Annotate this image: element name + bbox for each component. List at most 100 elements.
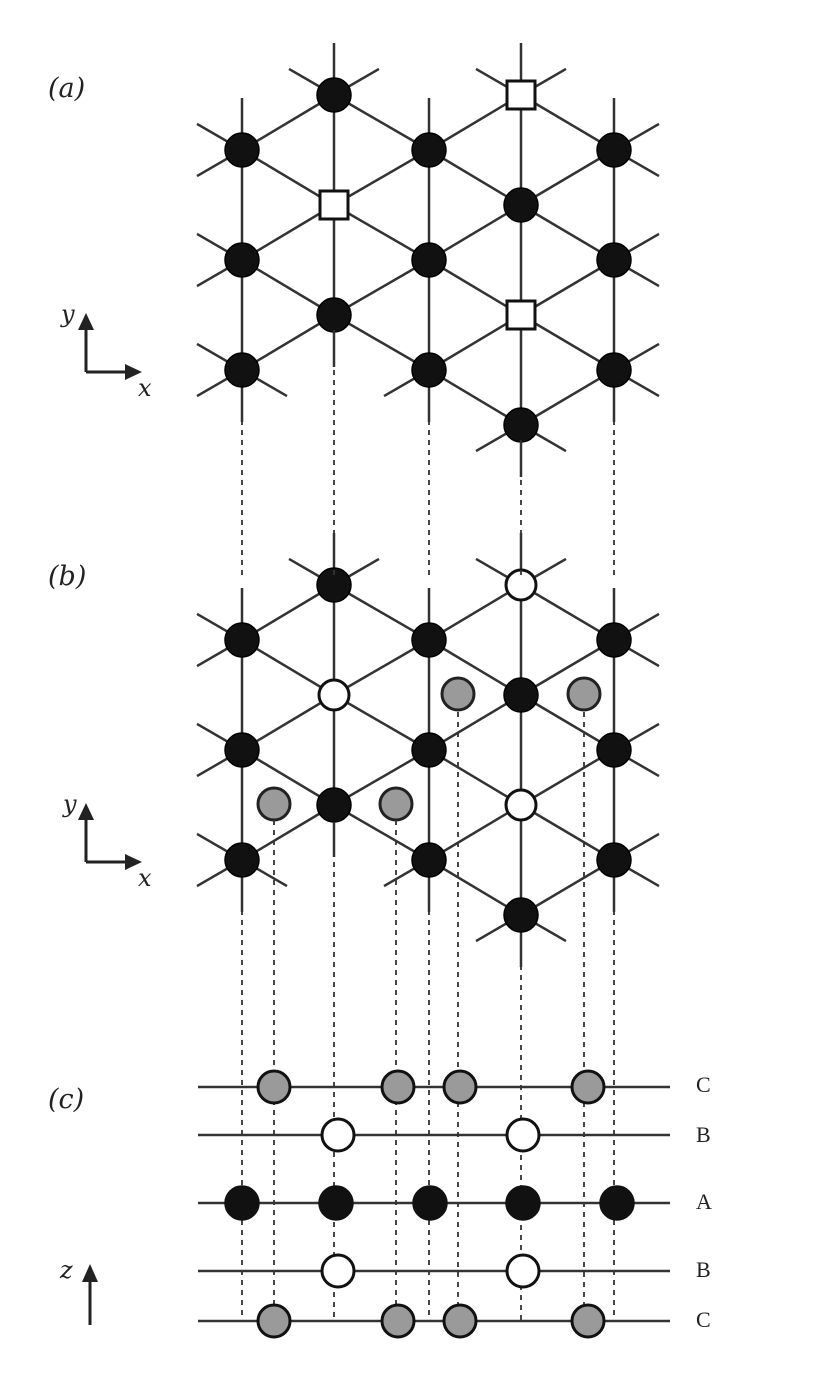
vacancy-square: [505, 299, 537, 331]
bond: [333, 693, 430, 752]
atom-black: [224, 242, 260, 278]
layer-atom: [320, 1117, 356, 1153]
layer-atom: [442, 1069, 478, 1105]
bond: [428, 368, 522, 427]
bond: [428, 203, 522, 262]
layer-atom: [570, 1303, 606, 1339]
layer-atom: [380, 1303, 416, 1339]
atom-black: [411, 842, 447, 878]
atom-black: [503, 407, 539, 443]
atom-black: [224, 352, 260, 388]
bond: [520, 368, 615, 427]
atom-grey: [378, 786, 414, 822]
layer-atom: [256, 1069, 292, 1105]
bond: [428, 748, 522, 807]
atom-grey: [440, 676, 476, 712]
panel-b-label: (b): [48, 561, 86, 592]
layer-label-1: C: [696, 1072, 711, 1097]
axis-y-label-b: y: [62, 790, 77, 818]
atom-grey: [566, 676, 602, 712]
atom-black: [596, 352, 632, 388]
bond: [520, 803, 615, 862]
axis-x-label-a: x: [138, 374, 152, 402]
atom-black: [224, 732, 260, 768]
atom-black: [316, 297, 352, 333]
bond: [333, 258, 430, 317]
axis-indicator-b: y x: [62, 790, 152, 892]
stacking-layers: [198, 1069, 670, 1339]
bond: [333, 148, 430, 207]
bond: [428, 858, 522, 917]
bond: [520, 638, 615, 697]
layer-atom: [412, 1185, 448, 1221]
bond: [333, 313, 430, 372]
bond: [333, 203, 430, 262]
bond: [428, 148, 522, 207]
atom-black: [224, 842, 260, 878]
atom-black: [316, 77, 352, 113]
bond: [241, 638, 335, 697]
panel-b: (b) y x: [48, 533, 660, 967]
layer-atom: [320, 1253, 356, 1289]
atom-black: [316, 787, 352, 823]
panel-a-label: (a): [48, 73, 85, 104]
atom-black: [503, 677, 539, 713]
bond: [241, 693, 335, 752]
bond: [520, 748, 615, 807]
axis-indicator-c: z: [59, 1256, 98, 1325]
atom-black: [316, 567, 352, 603]
projection-lines: [241, 330, 615, 1320]
layer-atom: [318, 1185, 354, 1221]
bond: [428, 583, 522, 642]
atom-black: [411, 622, 447, 658]
layer-label-4: B: [696, 1257, 711, 1282]
atom-black: [596, 622, 632, 658]
layer-label-5: C: [696, 1307, 711, 1332]
bond: [520, 693, 615, 752]
panel-c: (c) C B A B C z: [48, 1069, 712, 1339]
bond: [241, 583, 335, 642]
bond: [241, 803, 335, 862]
atom-black: [411, 352, 447, 388]
atom-black: [596, 732, 632, 768]
atom-white: [317, 678, 351, 712]
axis-y-label-a: y: [60, 300, 75, 328]
layer-atom: [442, 1303, 478, 1339]
vacancy-square: [318, 189, 350, 221]
axis-z-label: z: [59, 1256, 73, 1284]
atom-black: [411, 732, 447, 768]
layer-atom: [505, 1117, 541, 1153]
bond: [333, 93, 430, 152]
atom-black: [503, 187, 539, 223]
lattice-b: [196, 533, 660, 967]
layer-label-2: B: [696, 1122, 711, 1147]
bond: [428, 638, 522, 697]
bond: [333, 638, 430, 697]
layer-label-3: A: [696, 1189, 712, 1214]
atom-black: [224, 132, 260, 168]
panel-c-label: (c): [48, 1084, 84, 1115]
bond: [428, 693, 522, 752]
lattice-a: [196, 43, 660, 477]
layer-atom: [599, 1185, 635, 1221]
bond: [241, 258, 335, 317]
atom-black: [411, 242, 447, 278]
axis-x-label-b: x: [138, 864, 152, 892]
atom-black: [411, 132, 447, 168]
atom-black: [224, 622, 260, 658]
layer-atom: [380, 1069, 416, 1105]
panel-a: (a) y x: [48, 43, 660, 477]
vacancy-square: [505, 79, 537, 111]
bond: [428, 803, 522, 862]
layer-atom: [570, 1069, 606, 1105]
axis-indicator-a: y x: [60, 300, 152, 402]
atom-black: [503, 897, 539, 933]
bond: [333, 803, 430, 862]
atom-black: [596, 842, 632, 878]
atom-white: [504, 788, 538, 822]
bond: [520, 203, 615, 262]
atom-grey: [256, 786, 292, 822]
atom-black: [596, 242, 632, 278]
bond: [520, 148, 615, 207]
